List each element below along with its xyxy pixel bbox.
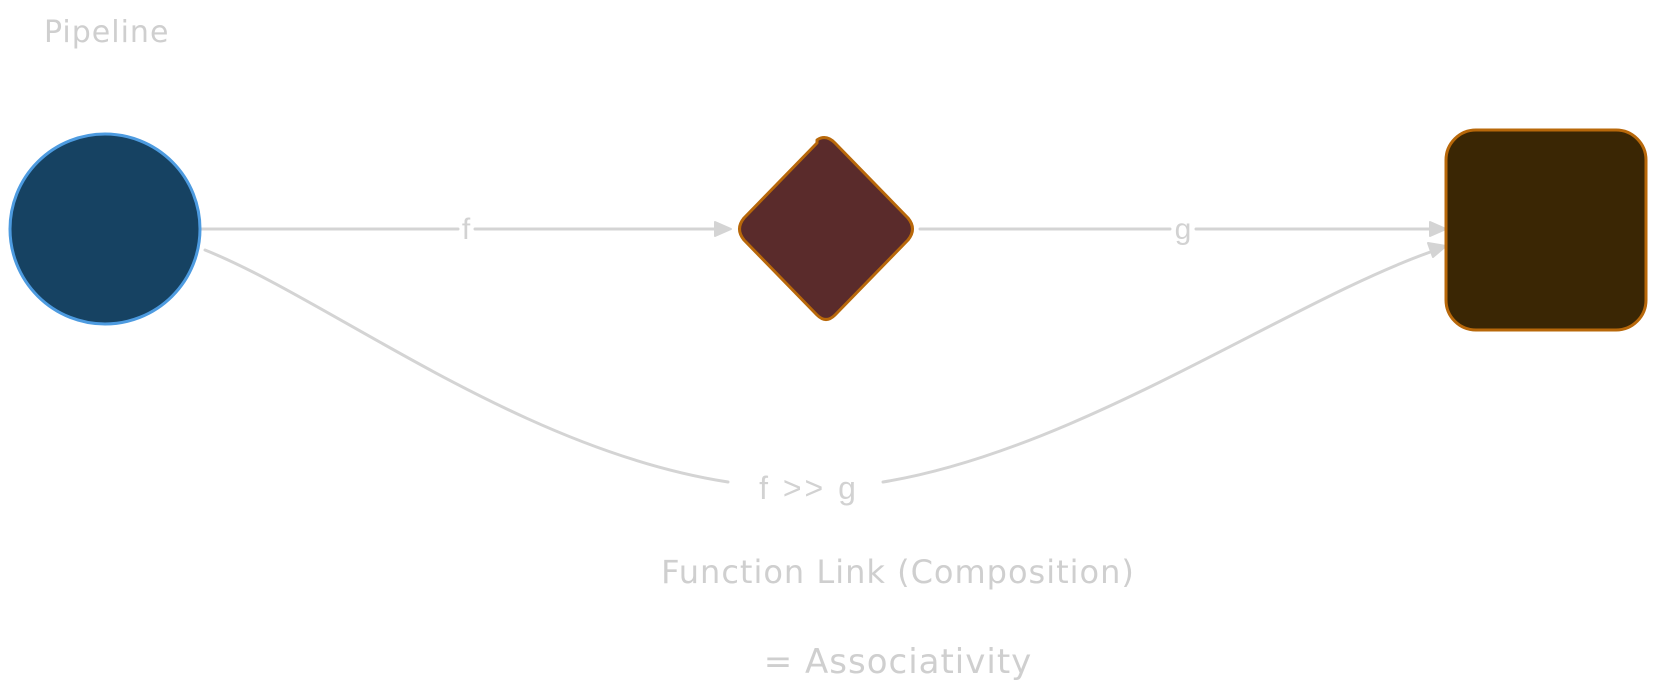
edge-g: [918, 221, 1447, 237]
edge-label-composed: f >> g: [759, 470, 859, 506]
diamond-node[interactable]: [738, 136, 914, 321]
edge-label-g: g: [1175, 213, 1192, 246]
diagram-title: Pipeline: [44, 15, 169, 50]
edge-composed: [203, 242, 1447, 484]
caption-line-2: = Associativity: [764, 642, 1033, 682]
caption-line-1: Function Link (Composition): [661, 553, 1135, 591]
edge-label-f: f: [462, 213, 471, 246]
circle-node[interactable]: [8, 132, 202, 326]
square-node[interactable]: [1444, 128, 1648, 332]
edge-f: [191, 221, 732, 237]
